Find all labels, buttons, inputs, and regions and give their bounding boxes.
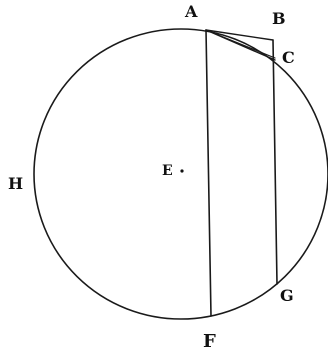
label-F: F [203, 331, 216, 352]
label-G: G [280, 286, 294, 305]
label-A: A [184, 2, 198, 21]
chord-AF [205, 29, 212, 317]
label-H: H [8, 174, 23, 193]
line-BG [272, 39, 278, 285]
center-point-E [180, 169, 184, 173]
label-C: C [282, 48, 295, 67]
label-B: B [272, 9, 286, 28]
segment-AB [205, 29, 274, 41]
label-E: E [162, 163, 173, 179]
circle [33, 28, 328, 320]
segment-AC-inner [205, 29, 276, 59]
